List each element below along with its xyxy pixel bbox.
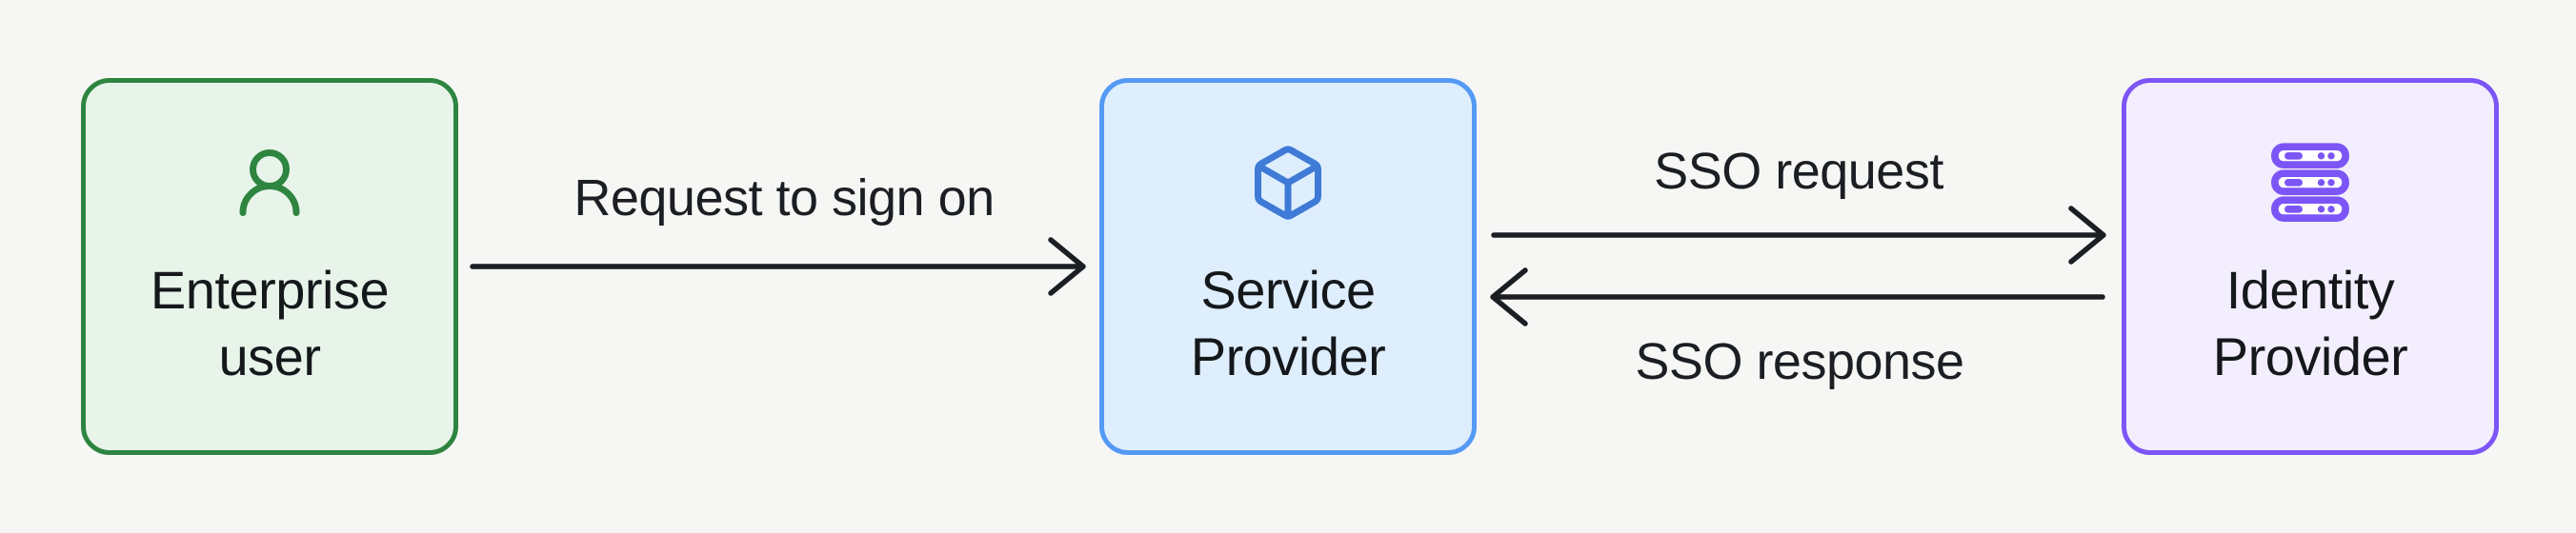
node-label-service-provider: Service Provider — [1190, 260, 1386, 386]
arrow-request-to-sign-on — [470, 237, 1086, 296]
cube-icon — [1248, 143, 1328, 223]
node-label-identity-provider: Identity Provider — [2212, 260, 2408, 386]
node-label-enterprise-user: Enterprise user — [150, 260, 390, 386]
node-enterprise-user: Enterprise user — [81, 78, 458, 455]
edge-label-sso-response: SSO response — [1635, 333, 1964, 390]
server-rack-icon — [2270, 143, 2350, 223]
node-identity-provider: Identity Provider — [2122, 78, 2499, 455]
arrow-sso-response — [1490, 267, 2105, 326]
node-service-provider: Service Provider — [1099, 78, 1477, 455]
edge-label-request-to-sign-on: Request to sign on — [574, 169, 995, 227]
arrow-sso-request — [1491, 206, 2106, 265]
edge-label-sso-request: SSO request — [1654, 143, 1943, 200]
user-icon — [230, 143, 310, 223]
